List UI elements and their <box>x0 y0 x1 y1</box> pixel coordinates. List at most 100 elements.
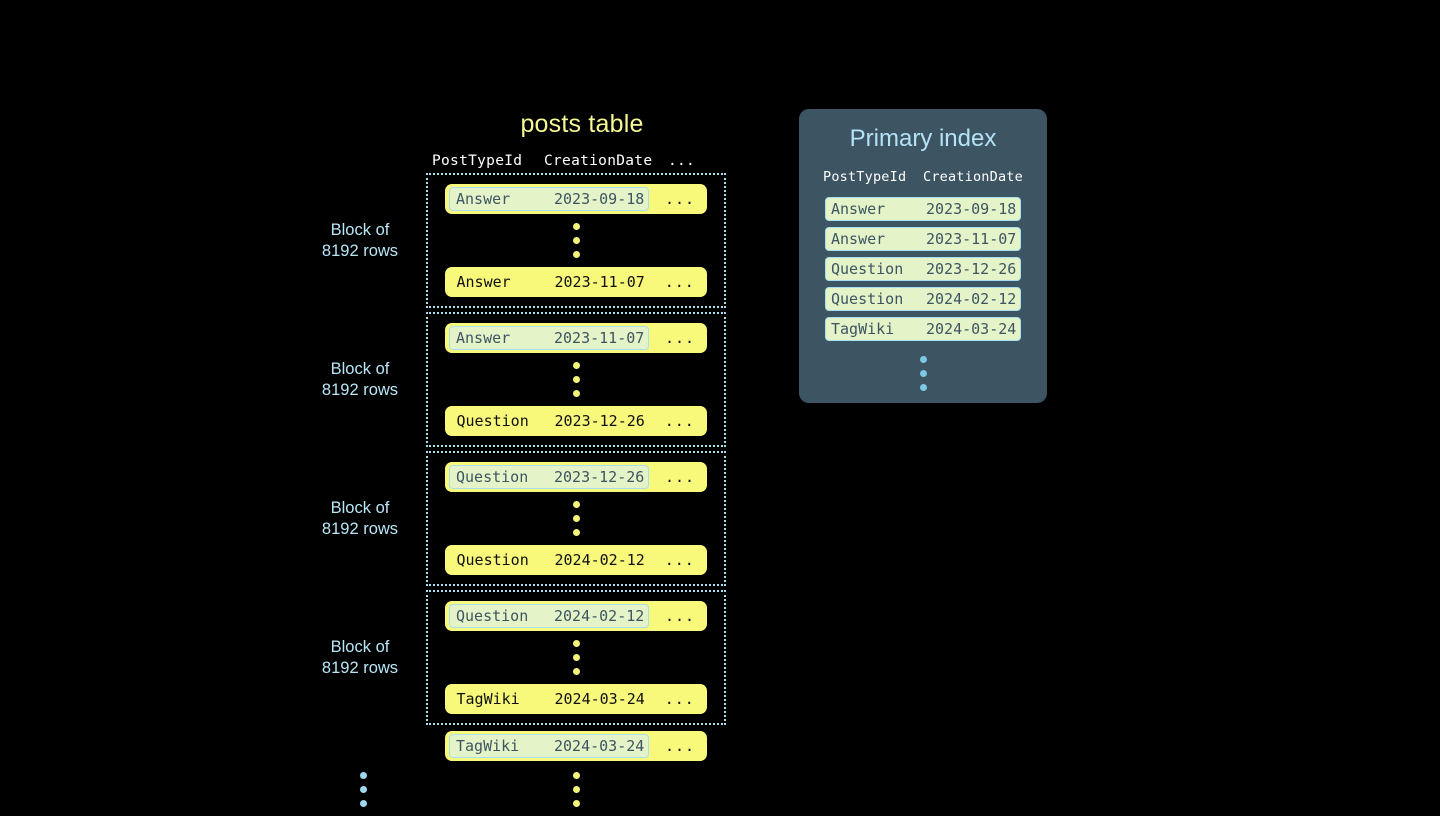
dot <box>572 237 580 244</box>
table-block: Block of 8192 rows Question 2024-02-12 .… <box>300 590 780 725</box>
cell-rest: ... <box>664 607 696 625</box>
cell-posttypeid: Answer <box>456 190 511 208</box>
table-block: Block of 8192 rows Answer 2023-11-07 ... <box>300 312 780 447</box>
index-row: Question 2024-02-12 <box>825 287 1021 311</box>
table-block: Block of 8192 rows Answer 2023-09-18 ... <box>300 173 780 308</box>
column-header-ellipsis: ... <box>668 153 696 169</box>
block-label: Block of 8192 rows <box>300 637 426 679</box>
cell-posttypeid: Answer <box>456 273 511 291</box>
block-boundary: Answer 2023-11-07 ... Question 2023-12-2… <box>426 312 726 447</box>
posts-table-column-headers: PostTypeId CreationDate ... <box>432 153 732 169</box>
trailing-row-container: TagWiki 2024-03-24 ... <box>426 731 726 761</box>
cell-creationdate: 2023-11-07 <box>554 329 645 347</box>
cell-creationdate: 2023-12-26 <box>554 468 645 486</box>
row-key-highlight: TagWiki 2024-03-24 <box>449 734 649 758</box>
index-row: TagWiki 2024-03-24 <box>825 317 1021 341</box>
row-key-highlight: Answer 2023-11-07 <box>449 326 649 350</box>
trailing-row-area: TagWiki 2024-03-24 ... <box>300 731 780 761</box>
index-cell-creationdate: 2023-12-26 <box>926 260 1017 278</box>
table-row: Answer 2023-09-18 ... <box>445 184 707 214</box>
table-row: TagWiki 2024-03-24 ... <box>445 731 707 761</box>
block-boundary: Answer 2023-09-18 ... Answer 2023-11-07 … <box>426 173 726 308</box>
index-cell-posttypeid: Question <box>831 260 904 278</box>
block-label: Block of 8192 rows <box>300 220 426 262</box>
index-cell-posttypeid: TagWiki <box>831 320 895 338</box>
block-label: Block of 8192 rows <box>300 498 426 540</box>
index-cell-posttypeid: Question <box>831 290 904 308</box>
row-ellipsis-dots <box>428 214 724 267</box>
column-header-creationdate: CreationDate <box>544 153 653 169</box>
cell-creationdate: 2023-09-18 <box>554 190 645 208</box>
dot <box>572 668 580 675</box>
table-row: Question 2023-12-26 ... <box>445 462 707 492</box>
index-row: Question 2023-12-26 <box>825 257 1021 281</box>
table-row: Question 2023-12-26 ... <box>445 406 707 436</box>
block-label-line2: 8192 rows <box>321 241 399 260</box>
table-continues-dots-left <box>359 763 367 816</box>
table-row: TagWiki 2024-03-24 ... <box>445 684 707 714</box>
cell-creationdate: 2024-03-24 <box>554 690 645 708</box>
cell-rest: ... <box>664 468 696 486</box>
cell-rest: ... <box>664 273 695 291</box>
dot <box>572 515 580 522</box>
cell-posttypeid: Answer <box>456 329 511 347</box>
index-cell-posttypeid: Answer <box>831 230 886 248</box>
dot <box>572 376 580 383</box>
dot <box>572 390 580 397</box>
row-key-highlight: Question 2023-12-26 <box>449 465 649 489</box>
dot <box>572 362 580 369</box>
column-header-posttypeid: PostTypeId <box>432 153 523 169</box>
cell-rest: ... <box>664 329 696 347</box>
row-key-highlight: Answer 2023-09-18 <box>449 187 649 211</box>
block-label-line1: Block of <box>330 220 390 239</box>
dot <box>919 384 927 391</box>
dot <box>572 654 580 661</box>
cell-rest: ... <box>664 690 695 708</box>
index-column-header-creationdate: CreationDate <box>923 169 1023 185</box>
primary-index-title: Primary index <box>849 125 997 152</box>
cell-posttypeid: TagWiki <box>456 690 520 708</box>
block-boundary: Question 2023-12-26 ... Question 2024-02… <box>426 451 726 586</box>
table-row: Answer 2023-11-07 ... <box>445 323 707 353</box>
dot <box>572 786 580 793</box>
bottom-ellipsis-area <box>300 763 780 816</box>
cell-creationdate: 2023-11-07 <box>554 273 645 291</box>
row-cells: TagWiki 2024-03-24 <box>451 687 649 711</box>
row-cells: Question 2023-12-26 <box>451 409 649 433</box>
dot <box>572 251 580 258</box>
index-cell-creationdate: 2023-11-07 <box>926 230 1017 248</box>
index-cell-creationdate: 2023-09-18 <box>926 200 1017 218</box>
cell-posttypeid: Question <box>456 607 529 625</box>
row-cells: Answer 2023-11-07 <box>451 270 649 294</box>
index-cell-posttypeid: Answer <box>831 200 886 218</box>
dot <box>572 223 580 230</box>
table-row: Question 2024-02-12 ... <box>445 601 707 631</box>
table-block: Block of 8192 rows Question 2023-12-26 .… <box>300 451 780 586</box>
row-ellipsis-dots <box>428 631 724 684</box>
posts-table-diagram: posts table PostTypeId CreationDate ... … <box>300 110 780 816</box>
cell-posttypeid: Question <box>456 412 529 430</box>
cell-creationdate: 2024-02-12 <box>554 551 645 569</box>
dot <box>359 786 367 793</box>
index-cell-creationdate: 2024-02-12 <box>926 290 1017 308</box>
dot <box>572 501 580 508</box>
row-ellipsis-dots <box>428 353 724 406</box>
dot <box>572 529 580 536</box>
index-continues-dots <box>919 356 927 391</box>
cell-creationdate: 2023-12-26 <box>554 412 645 430</box>
dot <box>572 640 580 647</box>
dot <box>572 800 580 807</box>
row-cells: Question 2024-02-12 <box>451 548 649 572</box>
primary-index-rows: Answer 2023-09-18 Answer 2023-11-07 Ques… <box>799 197 1047 391</box>
block-boundary: Question 2024-02-12 ... TagWiki 2024-03-… <box>426 590 726 725</box>
block-label-line1: Block of <box>330 637 390 656</box>
block-label: Block of 8192 rows <box>300 359 426 401</box>
row-ellipsis-dots <box>428 492 724 545</box>
index-row: Answer 2023-11-07 <box>825 227 1021 251</box>
cell-posttypeid: Question <box>456 551 529 569</box>
posts-table-title: posts table <box>520 110 644 138</box>
cell-posttypeid: TagWiki <box>456 737 520 755</box>
table-row: Answer 2023-11-07 ... <box>445 267 707 297</box>
primary-index-column-headers: PostTypeId CreationDate <box>799 169 1047 185</box>
